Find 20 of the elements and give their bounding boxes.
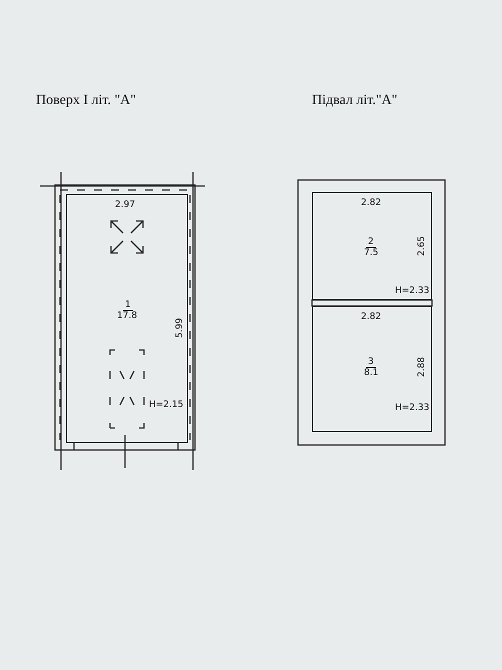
dimension-text: 2.97 <box>115 200 136 210</box>
room-outline <box>312 306 432 432</box>
plan-heading: Поверх I літ. "А" <box>36 93 136 109</box>
height-text: H=2.33 <box>395 403 430 413</box>
dimension-text: 5.99 <box>175 318 186 338</box>
room-number: 3 <box>366 357 376 368</box>
dimension-text: 2.65 <box>417 236 428 256</box>
dimension-text: 2.82 <box>361 312 382 322</box>
room-area: 8.1 <box>364 368 378 378</box>
room-area: 7.5 <box>364 248 378 258</box>
dimension-text: 2.82 <box>361 198 382 208</box>
room-number: 1 <box>123 300 133 311</box>
dimension-text: 2.88 <box>417 356 428 378</box>
height-text: H=2.15 <box>149 400 184 410</box>
height-text: H=2.33 <box>395 286 430 296</box>
room-area: 17.8 <box>117 311 138 321</box>
room-number: 2 <box>366 237 376 248</box>
room-outline <box>66 194 188 443</box>
room-outline <box>312 192 432 300</box>
plan-heading: Підвал літ."А" <box>312 93 398 109</box>
